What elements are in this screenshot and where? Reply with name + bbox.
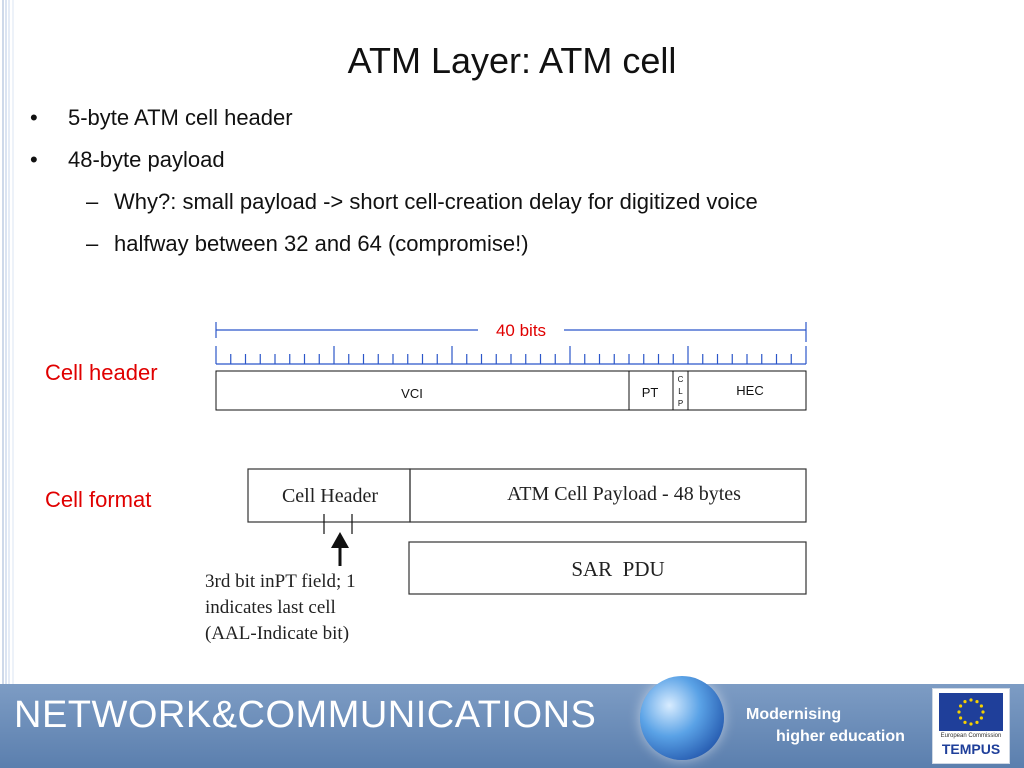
field-pt: PT	[642, 385, 659, 400]
cell-header-text: Cell Header	[282, 485, 378, 507]
eu-star	[979, 704, 983, 708]
sub-bullet-item: – Why?: small payload -> short cell-crea…	[28, 186, 758, 228]
globe-icon	[640, 676, 724, 760]
cell-header-label: Cell header	[45, 360, 158, 385]
eu-star	[969, 722, 973, 726]
eu-star	[981, 710, 985, 714]
tagline-line-1: Modernising	[746, 706, 842, 723]
field-vci: VCI	[401, 386, 423, 401]
tagline-line-2: higher education	[776, 728, 905, 745]
cell-header-box	[247, 468, 411, 523]
logo-caption: European Commission	[940, 733, 1002, 739]
bullet-list: • 5-byte ATM cell header • 48-byte paylo…	[28, 102, 758, 270]
field-clp-p: P	[678, 399, 683, 408]
payload-text: ATM Cell Payload - 48 bytes	[507, 483, 741, 505]
eu-stars-icon	[957, 698, 985, 726]
eu-star	[979, 716, 983, 720]
sub-bullet-item: – halfway between 32 and 64 (compromise!…	[28, 228, 758, 270]
left-border-decoration	[2, 0, 14, 684]
eu-star	[969, 698, 973, 702]
sub-bullet-text: halfway between 32 and 64 (compromise!)	[114, 231, 529, 256]
eu-star	[963, 700, 967, 704]
eu-star	[959, 704, 963, 708]
sar-pdu-box	[408, 541, 807, 595]
arrow-up-icon	[331, 532, 349, 548]
eu-star	[975, 720, 979, 724]
sub-bullet-marker: –	[86, 231, 99, 256]
width-label: 40 bits	[496, 321, 546, 340]
annotation-line-2: indicates last cell	[205, 597, 336, 618]
sub-bullet-marker: –	[86, 189, 99, 214]
bullet-text: 48-byte payload	[68, 147, 225, 172]
eu-star	[957, 710, 961, 714]
sar-pdu-text: SAR PDU	[571, 557, 664, 581]
bullet-text: 5-byte ATM cell header	[68, 105, 293, 130]
eu-star	[975, 700, 979, 704]
field-clp-l: L	[678, 387, 683, 396]
field-clp-c: C	[678, 375, 684, 384]
footer-banner: NETWORK&COMMUNICATIONS	[0, 684, 1024, 768]
eu-flag-icon	[939, 693, 1003, 731]
tempus-logo: European Commission TEMPUS	[932, 688, 1010, 764]
field-hec: HEC	[736, 383, 763, 398]
annotation-line-1: 3rd bit inPT field; 1	[205, 571, 356, 592]
payload-box	[409, 468, 807, 523]
slide-title: ATM Layer: ATM cell	[347, 40, 677, 81]
bit-scale-ticks	[215, 346, 807, 364]
eu-star	[959, 716, 963, 720]
annotation-line-3: (AAL-Indicate bit)	[205, 623, 349, 644]
cell-format-label: Cell format	[45, 487, 152, 512]
footer-title: NETWORK&COMMUNICATIONS	[14, 694, 597, 736]
bullet-marker: •	[30, 105, 38, 130]
eu-star	[963, 720, 967, 724]
logo-wordmark: TEMPUS	[941, 741, 1001, 757]
bullet-marker: •	[30, 147, 38, 172]
bullet-item: • 48-byte payload	[28, 144, 758, 186]
header-box	[215, 370, 807, 411]
bullet-item: • 5-byte ATM cell header	[28, 102, 758, 144]
sub-bullet-text: Why?: small payload -> short cell-creati…	[114, 189, 758, 214]
